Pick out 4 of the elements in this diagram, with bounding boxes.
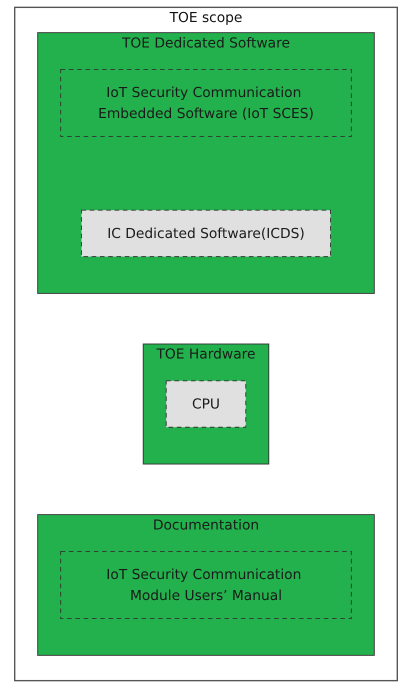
node-box: CPU [166,380,246,428]
node-box: IoT Security Communication Module Users’ Manual [60,550,352,620]
node-box: IoT Security Communication Embedded Software (IoT SCES) [60,68,352,138]
node-box: IC Dedicated Software(ICDS) [81,210,331,258]
